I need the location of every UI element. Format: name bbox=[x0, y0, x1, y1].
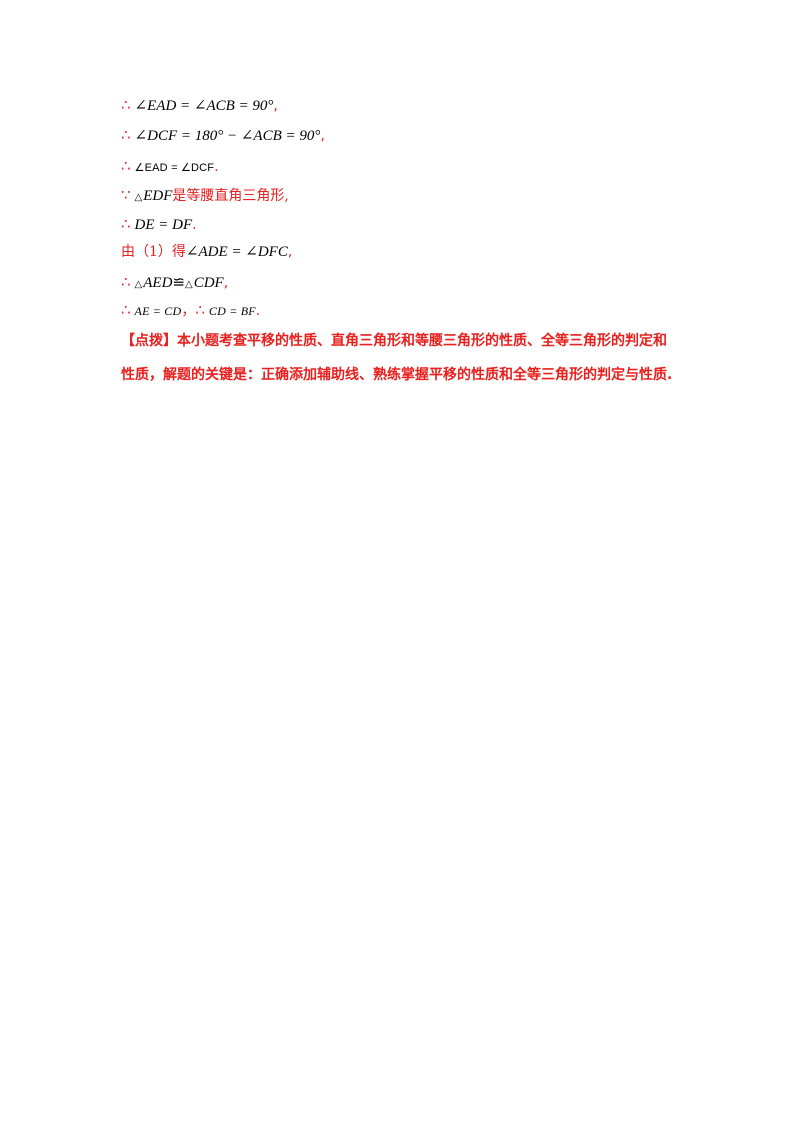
proof-line-2: ∴∠DCF = 180° − ∠ACB = 90°, bbox=[121, 125, 325, 147]
triangle-symbol: △ bbox=[134, 192, 143, 203]
therefore-symbol: ∴ bbox=[121, 157, 131, 175]
therefore-symbol: ∴ bbox=[121, 126, 131, 144]
therefore-symbol: ∴ bbox=[121, 273, 131, 291]
punctuation: , bbox=[320, 128, 325, 144]
triangle-name: AED bbox=[143, 275, 173, 291]
triangle-symbol: △ bbox=[134, 279, 143, 290]
separator: ， bbox=[181, 303, 196, 319]
congruent-symbol: ≌ bbox=[172, 275, 185, 291]
triangle-name: EDF bbox=[143, 188, 173, 204]
equation: CD = BF bbox=[208, 304, 256, 318]
punctuation: , bbox=[287, 244, 293, 260]
because-symbol: ∵ bbox=[121, 186, 131, 204]
note-text-1: 本小题考查平移的性质、直角三角形和等腰三角形的性质、全等三角形的判定和 bbox=[177, 333, 667, 349]
equation: ∠EAD = ∠ACB = 90° bbox=[134, 98, 274, 114]
punctuation: , bbox=[273, 98, 278, 114]
punctuation: . bbox=[214, 159, 219, 175]
punctuation: . bbox=[255, 303, 261, 319]
proof-line-8: ∴AE = CD，∴CD = BF. bbox=[121, 300, 260, 322]
note-line-2: 性质，解题的关键是：正确添加辅助线、熟练掌握平移的性质和全等三角形的判定与性质. bbox=[121, 365, 681, 385]
punctuation: . bbox=[192, 217, 197, 233]
equation: DE = DF bbox=[134, 217, 193, 233]
proof-line-5: ∴DE = DF. bbox=[121, 214, 197, 236]
triangle-name: CDF bbox=[193, 275, 224, 291]
equation: ∠EAD = ∠DCF bbox=[134, 162, 215, 174]
equation: ∠ADE = ∠DFC bbox=[185, 244, 288, 260]
note-label: 【点拨】 bbox=[121, 333, 177, 349]
therefore-symbol: ∴ bbox=[121, 215, 131, 233]
statement-text: 是等腰直角三角形, bbox=[172, 188, 289, 204]
note-line-1: 【点拨】本小题考查平移的性质、直角三角形和等腰三角形的性质、全等三角形的判定和 bbox=[121, 331, 681, 351]
prefix-text: 由（1）得 bbox=[121, 244, 186, 260]
therefore-symbol: ∴ bbox=[121, 96, 131, 114]
triangle-symbol: △ bbox=[185, 279, 193, 290]
proof-line-1: ∴∠EAD = ∠ACB = 90°, bbox=[121, 95, 278, 117]
punctuation: , bbox=[223, 275, 229, 291]
proof-line-4: ∵△EDF是等腰直角三角形, bbox=[121, 185, 289, 208]
therefore-symbol: ∴ bbox=[195, 301, 205, 319]
proof-line-7: ∴△AED≌△CDF, bbox=[121, 272, 228, 295]
equation: AE = CD bbox=[134, 304, 182, 318]
note-text-2: 性质，解题的关键是：正确添加辅助线、熟练掌握平移的性质和全等三角形的判定与性质. bbox=[121, 367, 673, 383]
equation: ∠DCF = 180° − ∠ACB = 90° bbox=[134, 128, 321, 144]
therefore-symbol: ∴ bbox=[121, 301, 131, 319]
proof-line-3: ∴∠EAD = ∠DCF. bbox=[121, 156, 219, 178]
proof-line-6: 由（1）得∠ADE = ∠DFC, bbox=[121, 242, 292, 263]
